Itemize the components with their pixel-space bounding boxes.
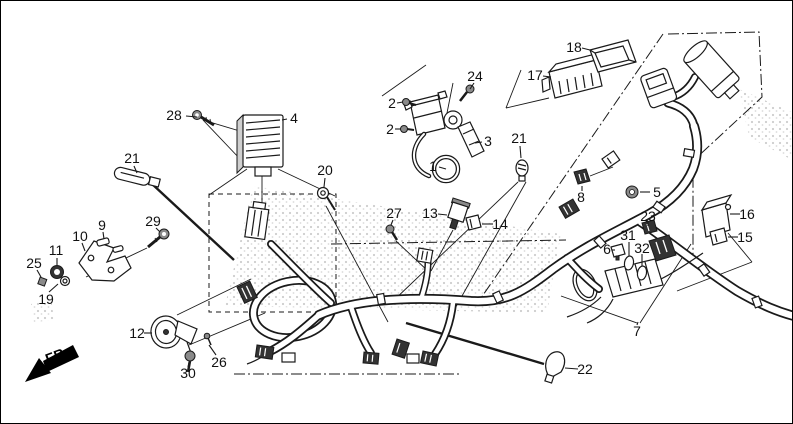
horn-part-12 [150, 315, 198, 354]
relay-part-15 [709, 227, 728, 246]
harness-end-connector [640, 67, 678, 109]
harness-end-cylinder [683, 40, 740, 100]
sensor-part-13 [447, 197, 471, 230]
bolt-part-24 [459, 84, 475, 102]
grommet-part-31 [623, 255, 635, 271]
spark-plug-cap-part-3 [443, 110, 485, 158]
regulator-rectifier-part-4 [236, 113, 284, 177]
grommet-part-11 [50, 265, 64, 279]
tube-clip-part-21-left [113, 166, 161, 188]
washer-part-19 [59, 275, 71, 287]
clamp-part-21-right [515, 159, 529, 182]
bolt-part-28 [192, 110, 215, 127]
cap-part-14 [465, 214, 482, 231]
screw-part-26 [203, 332, 212, 346]
ignition-coil-part-1 [403, 90, 461, 184]
coil-bolt-part-2-lower [400, 125, 415, 133]
bolt-part-29 [147, 228, 170, 249]
tape-bands [375, 147, 763, 309]
cdi-cover-part-18 [589, 39, 637, 73]
label-leader-lines [36, 47, 740, 370]
fr-arrow-icon [25, 345, 79, 382]
grommet-part-32 [636, 265, 648, 281]
wire-clamp-part-20 [316, 186, 336, 211]
fuse-box [604, 258, 664, 298]
shading-texture [31, 89, 792, 323]
wire-harness [236, 40, 792, 367]
cdi-unit-part-17 [541, 50, 605, 99]
nut-part-5 [625, 185, 639, 199]
bolt-part-30 [184, 350, 196, 373]
clip-part-23 [641, 219, 658, 235]
wire-band-part-22 [544, 351, 566, 384]
region-boundaries [208, 31, 763, 375]
pin-part-9 [96, 237, 124, 253]
nut-part-25 [37, 276, 48, 287]
screw-part-27 [385, 224, 399, 241]
clip-part-8 [573, 168, 591, 185]
mini-relay-part-6 [610, 243, 626, 261]
harness-connectors [236, 150, 677, 367]
